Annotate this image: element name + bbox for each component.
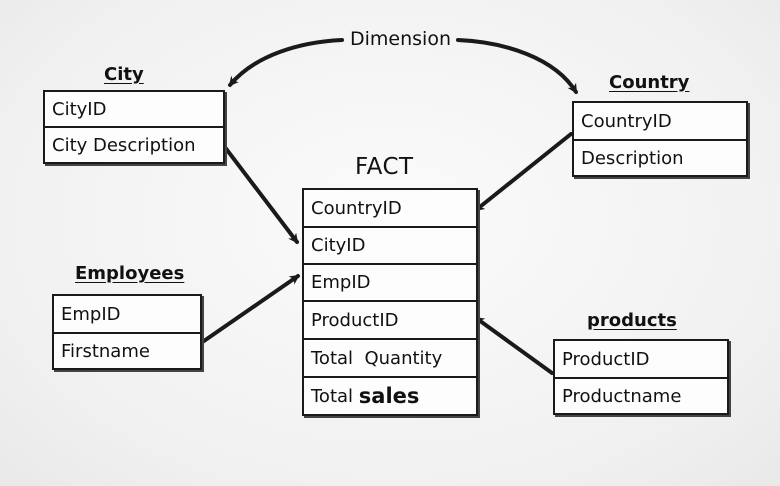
country-to-fact-arrow — [474, 132, 573, 212]
country-table: CountryID Description — [572, 101, 748, 177]
products-row-productname: Productname — [562, 385, 682, 407]
fact-row-cityid: CityID — [304, 228, 476, 265]
fact-row-total-sales: Total sales — [304, 378, 476, 414]
products-table-title: products — [587, 310, 677, 331]
employees-table: EmpID Firstname — [52, 294, 202, 370]
dimension-label: Dimension — [350, 28, 451, 50]
employees-to-fact-arrow — [199, 274, 300, 345]
employees-table-title: Employees — [75, 263, 185, 284]
city-table: CityID City Description — [43, 90, 225, 164]
city-row-cityid: CityID — [45, 92, 223, 128]
total-label: Total — [311, 385, 354, 407]
city-row-description: City Description — [52, 134, 196, 156]
fact-table-title: FACT — [355, 154, 414, 180]
country-row-countryid: CountryID — [574, 103, 746, 141]
country-table-title: Country — [609, 72, 690, 93]
products-row-productid: ProductID — [555, 341, 727, 379]
city-to-fact-arrow — [222, 144, 299, 244]
fact-row-countryid: CountryID — [304, 190, 476, 228]
fact-row-productid: ProductID — [304, 302, 476, 340]
city-table-title: City — [104, 64, 144, 85]
employees-row-empid: EmpID — [54, 296, 200, 334]
employees-row-firstname: Firstname — [61, 340, 150, 362]
dimension-arrow-left — [228, 38, 344, 87]
fact-row-empid: EmpID — [304, 265, 476, 302]
country-row-description: Description — [581, 147, 684, 169]
fact-row-total-quantity: Total Quantity — [304, 340, 476, 378]
fact-table: CountryID CityID EmpID ProductID Total Q… — [302, 188, 478, 416]
dimension-arrow-right — [456, 38, 578, 94]
sales-label: sales — [358, 384, 420, 408]
products-table: ProductID Productname — [553, 339, 729, 415]
products-to-fact-arrow — [474, 316, 554, 375]
